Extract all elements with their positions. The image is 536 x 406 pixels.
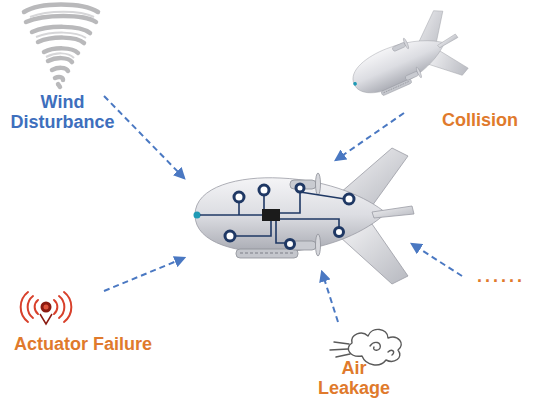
disturbance-label: Wind Disturbance	[5, 92, 120, 132]
continuation-mark: ......	[468, 266, 534, 286]
fault-label: Collision	[430, 110, 530, 130]
fault-label: Air Leakage	[306, 358, 402, 398]
sensor-network	[200, 192, 345, 243]
fault-label: Actuator Failure	[0, 334, 166, 354]
